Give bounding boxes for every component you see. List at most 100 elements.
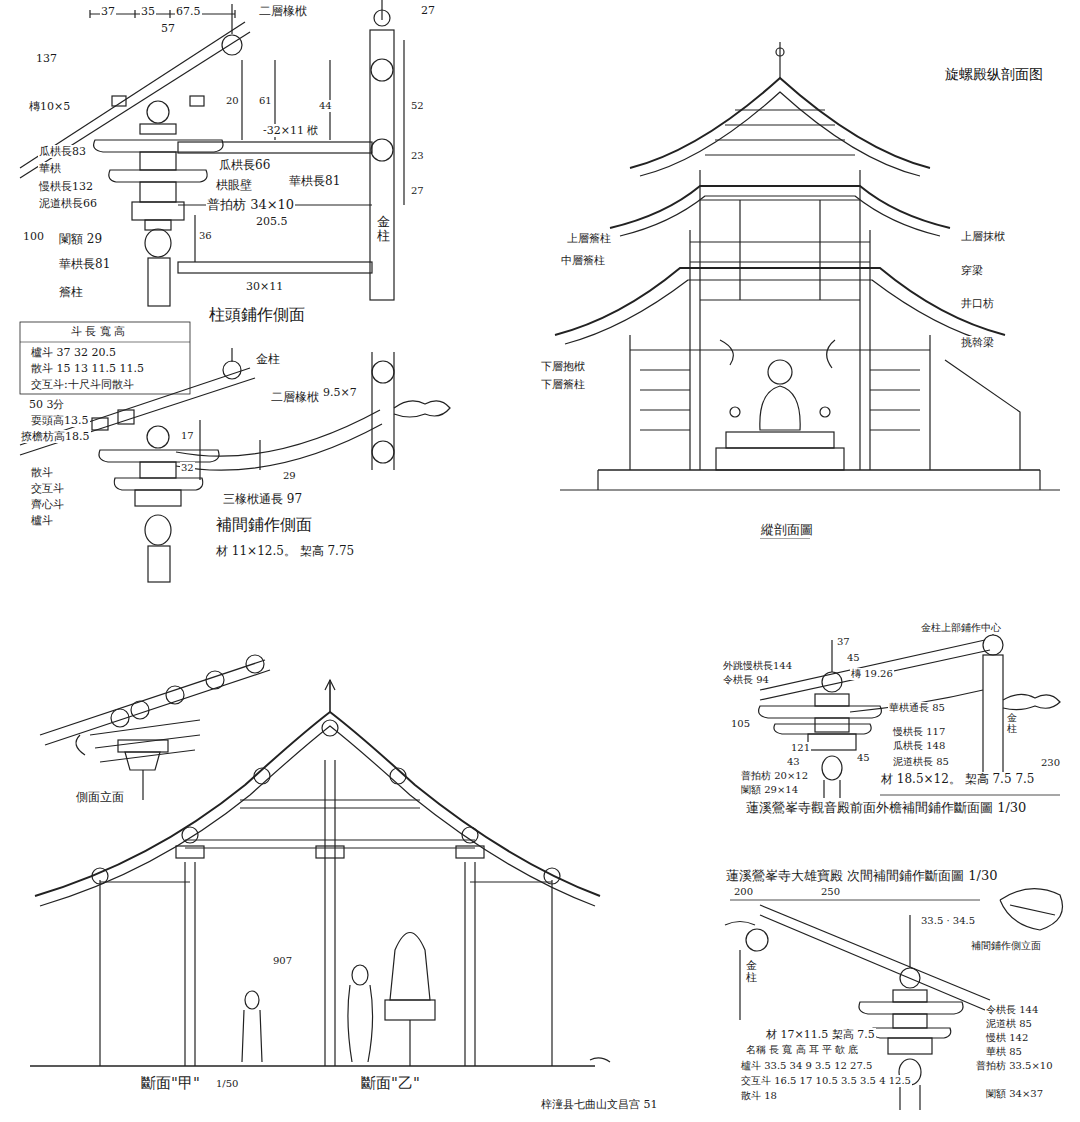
annotation: 43 bbox=[786, 756, 801, 768]
annotation: 令栱長 144 bbox=[985, 1004, 1039, 1016]
annotation: 華栱 85 bbox=[985, 1046, 1023, 1058]
annotation: 上層簷柱 bbox=[566, 232, 612, 245]
annotation: 45 bbox=[856, 752, 871, 764]
annotation: 20 bbox=[225, 95, 240, 107]
annotation: 耍頭高13.5 bbox=[30, 414, 90, 427]
annotation: 23 bbox=[410, 150, 425, 162]
annotation: 32 bbox=[180, 462, 195, 474]
annotation: 闌額 29 bbox=[58, 232, 103, 246]
annotation: 散斗 bbox=[30, 466, 54, 479]
annotation: 121 bbox=[790, 742, 811, 754]
annotation: 散斗 15 13 11.5 11.5 bbox=[30, 362, 145, 375]
annotation: 慢栱長132 bbox=[38, 180, 94, 193]
annotation: 二層椽栿 bbox=[258, 4, 308, 18]
vertical-annotation: 金柱 bbox=[1006, 712, 1018, 734]
annotation: 67.5 bbox=[175, 5, 202, 18]
annotation: 中層簷柱 bbox=[560, 254, 606, 267]
annotation: 泥道栱 85 bbox=[985, 1018, 1033, 1030]
annotation: 37 bbox=[836, 636, 851, 648]
annotation: 30×11 bbox=[245, 280, 284, 293]
annotation: 櫨斗 33.5 34 9 3.5 12 27.5 bbox=[740, 1060, 873, 1072]
annotation: 槫10×5 bbox=[28, 100, 71, 113]
annotation: 50 3分 bbox=[28, 398, 66, 411]
annotation: 250 bbox=[820, 886, 841, 898]
annotation: 挑斡梁 bbox=[960, 336, 995, 349]
annotation: 斗 長 寬 高 bbox=[70, 325, 127, 338]
hall-section bbox=[30, 655, 610, 1066]
vertical-annotation: 金柱 bbox=[745, 960, 758, 984]
annotation: 金柱 bbox=[255, 352, 281, 366]
annotation: 1/50 bbox=[215, 1078, 239, 1090]
annotation: 泥道栱長66 bbox=[38, 197, 98, 210]
annotation: 105 bbox=[730, 718, 751, 730]
annotation: 令栱長 94 bbox=[722, 674, 770, 686]
annotation: 52 bbox=[410, 100, 425, 112]
annotation: 材 17×11.5 栔高 7.5 bbox=[765, 1028, 876, 1041]
annotation: 下層簷柱 bbox=[540, 378, 586, 391]
annotation: 斷面"乙" bbox=[360, 1074, 421, 1092]
annotation: 名稱 長 寬 高 耳 平 欹 底 bbox=[745, 1044, 859, 1056]
annotation: 上層抹栿 bbox=[960, 230, 1006, 243]
annotation: 金柱上部鋪作中心 bbox=[920, 622, 1002, 634]
annotation: 材 18.5×12。 栔高 7.5 7.5 bbox=[880, 772, 1035, 786]
annotation: 華栱 bbox=[38, 162, 62, 175]
annotation: 普拍枋 20×12 bbox=[740, 770, 809, 782]
annotation: 35 bbox=[140, 5, 156, 18]
annotation: 137 bbox=[35, 52, 58, 65]
annotation: 華栱長81 bbox=[58, 257, 111, 271]
vertical-annotation: 金柱 bbox=[376, 215, 391, 244]
annotation: 簷柱 bbox=[58, 285, 84, 299]
annotation: 61 bbox=[258, 95, 273, 107]
annotation: 櫨斗 bbox=[30, 514, 54, 527]
annotation: 普拍枋 33.5×10 bbox=[975, 1060, 1054, 1072]
annotation: 梓潼县七曲山文昌宫 51 bbox=[540, 1098, 659, 1111]
annotation: 穿梁 bbox=[960, 264, 984, 277]
annotation: 闌額 29×14 bbox=[740, 784, 799, 796]
annotation: 100 bbox=[22, 230, 45, 243]
annotation: 華栱長81 bbox=[288, 174, 341, 188]
annotation: 二層椽栿 bbox=[270, 390, 320, 404]
figure-title: 旋螺殿纵剖面图 bbox=[945, 66, 1043, 84]
annotation: 200 bbox=[733, 886, 754, 898]
annotation: 三椽栿通長 97 bbox=[222, 492, 303, 506]
annotation: 17 bbox=[180, 430, 195, 442]
annotation: 45 bbox=[846, 652, 861, 664]
annotation: 下層抱栿 bbox=[540, 360, 586, 373]
annotation: 瓜栱長66 bbox=[218, 158, 271, 172]
annotation: 44 bbox=[318, 100, 333, 112]
annotation: 櫨斗 37 32 20.5 bbox=[30, 346, 117, 359]
annotation: 27 bbox=[420, 4, 436, 17]
annotation: 27 bbox=[410, 185, 425, 197]
annotation: 29 bbox=[282, 470, 297, 482]
annotation: 補間鋪作側立面 bbox=[970, 940, 1042, 952]
annotation: 柱頭鋪作側面 bbox=[208, 305, 306, 324]
annotation: 230 bbox=[1040, 757, 1061, 769]
annotation: 交互斗 16.5 17 10.5 3.5 3.5 4 12.5 bbox=[740, 1075, 912, 1087]
annotation: 斷面"甲" bbox=[140, 1074, 201, 1092]
annotation: 撩檐枋高18.5 bbox=[20, 430, 91, 443]
annotation: 泥道栱長 85 bbox=[892, 756, 950, 768]
annotation: 交互斗 bbox=[30, 482, 65, 495]
annotation: 齊心斗 bbox=[30, 498, 65, 511]
annotation: 闌額 34×37 bbox=[985, 1088, 1044, 1100]
annotation: 36 bbox=[198, 230, 213, 242]
annotation: 外跳慢栱長144 bbox=[722, 660, 793, 672]
bracket-intermediate bbox=[20, 348, 450, 582]
annotation: 槫 19.26 bbox=[850, 668, 894, 680]
annotation: 瓜栱長83 bbox=[38, 145, 87, 158]
annotation: 57 bbox=[160, 22, 176, 35]
annotation: 側面立面 bbox=[75, 790, 125, 804]
annotation: 補間鋪作側面 bbox=[215, 515, 313, 534]
annotation: 慢栱 142 bbox=[985, 1032, 1029, 1044]
annotation: 井口枋 bbox=[960, 297, 995, 310]
annotation: -32×11 栿 bbox=[262, 124, 319, 137]
annotation: 蓮溪鶯峯寺觀音殿前面外檐補間鋪作斷面圖 1/30 bbox=[745, 800, 1027, 816]
pavilion-section bbox=[555, 42, 1060, 538]
annotation: 材 11×12.5。 栔高 7.75 bbox=[215, 544, 355, 558]
bracket-section-lower bbox=[725, 889, 1063, 1110]
bracket-column-head bbox=[20, 0, 404, 394]
annotation: 蓮溪鶯峯寺大雄寶殿 次間補間鋪作斷面圖 1/30 bbox=[725, 868, 998, 884]
annotation: 9.5×7 bbox=[322, 386, 358, 399]
